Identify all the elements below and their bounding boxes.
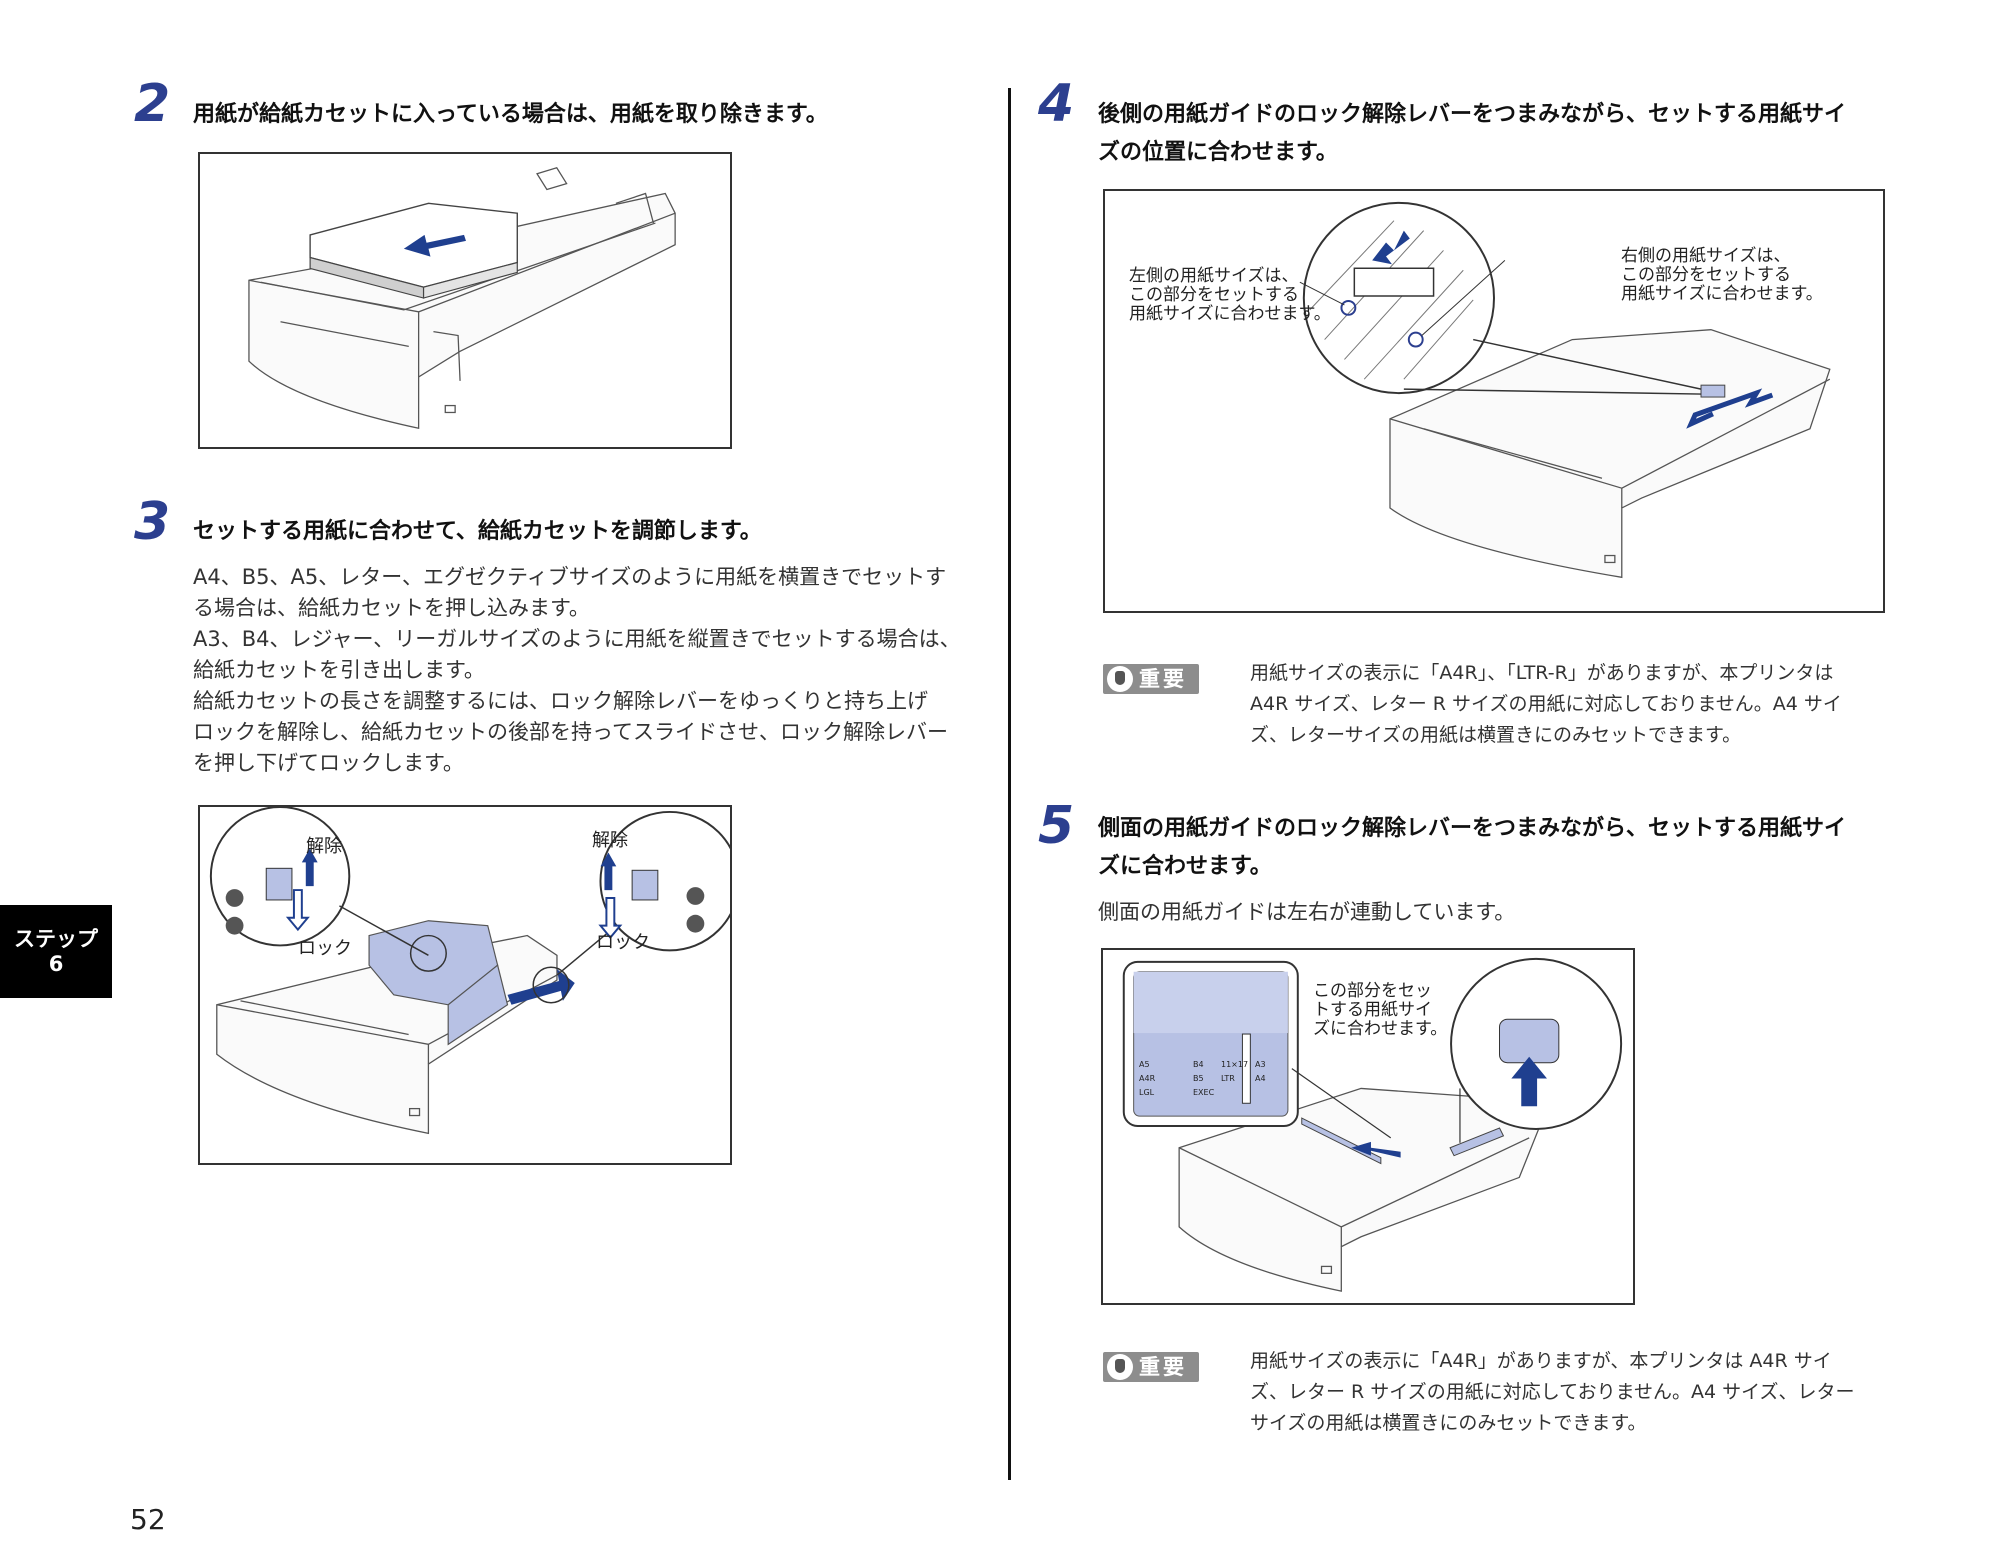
figure-rear-guide: 左側の用紙サイズは、 この部分をセットする 用紙サイズに合わせます。 右側の用紙… <box>1103 189 1885 613</box>
arrow-icon <box>1351 1141 1401 1158</box>
side-guide-illustration <box>1122 957 1623 1292</box>
side-tab-step: ステップ 6 <box>0 905 112 998</box>
step-2-heading: 用紙が給紙カセットに入っている場合は、用紙を取り除きます。 <box>193 102 828 127</box>
step-2-number: 2 <box>134 74 170 134</box>
step-3-number: 3 <box>134 492 170 552</box>
hand-stop-icon <box>1107 666 1133 692</box>
callout-side-size: この部分をセッ トする用紙サイ ズに合わせます。 <box>1313 981 1448 1039</box>
arrow-down-icon <box>598 896 623 940</box>
step-4-heading: 後側の用紙ガイドのロック解除レバーをつまみながら、セットする用紙サイ ズの位置に… <box>1098 102 1847 165</box>
arrow-down-icon <box>285 889 310 932</box>
important-badge: 重要 <box>1103 664 1199 694</box>
step-3-paragraph: A4、B5、A5、レター、エグゼクティブサイズのように用紙を横置きでセットす る… <box>193 565 961 775</box>
arrow-up-icon <box>600 852 617 891</box>
figure-side-guide: A5 A4R LGL B4 B5 EXEC 11×17 LTR A3 A4 この… <box>1101 948 1635 1305</box>
zoom-circle <box>1302 201 1495 395</box>
hand-stop-icon <box>1107 1354 1133 1380</box>
figure-remove-paper <box>198 152 732 449</box>
callout-left-size: 左側の用紙サイズは、 この部分をセットする 用紙サイズに合わせます。 <box>1129 266 1331 324</box>
label-lock-left: ロック <box>298 938 352 959</box>
rear-guide-illustration <box>1299 201 1831 579</box>
step-4-number: 4 <box>1038 74 1074 134</box>
arrow-icon <box>1686 388 1774 429</box>
page-number: 52 <box>130 1503 166 1536</box>
step-5-number: 5 <box>1038 796 1074 856</box>
column-divider <box>1008 88 1011 1480</box>
step-4-important-note: 用紙サイズの表示に「A4R」、「LTR-R」がありますが、本プリンタは A4R … <box>1250 662 1842 746</box>
figure-adjust-cassette: 解除 ロック 解除 ロック <box>198 805 732 1165</box>
label-lock-right: ロック <box>596 932 650 953</box>
unlock-icon <box>686 887 705 905</box>
step-5-important-note: 用紙サイズの表示に「A4R」がありますが、本プリンタは A4R サイ ズ、レター… <box>1250 1350 1855 1434</box>
label-release-left: 解除 <box>306 836 342 857</box>
important-badge: 重要 <box>1103 1352 1199 1382</box>
lock-icon <box>686 914 705 933</box>
step-3-heading: セットする用紙に合わせて、給紙カセットを調節します。 <box>193 519 762 544</box>
step-5-heading: 側面の用紙ガイドのロック解除レバーをつまみながら、セットする用紙サイ ズに合わせ… <box>1098 816 1847 879</box>
tray-illustration <box>248 167 676 430</box>
lock-icon <box>225 916 244 935</box>
callout-right-size: 右側の用紙サイズは、 この部分をセットする 用紙サイズに合わせます。 <box>1621 246 1823 304</box>
unlock-icon <box>225 889 244 907</box>
label-release-right: 解除 <box>592 830 628 851</box>
step-5-paragraph: 側面の用紙ガイドは左右が連動しています。 <box>1098 900 1516 924</box>
tray-lock-illustration <box>209 807 730 1135</box>
arrow-up-icon <box>1511 1056 1547 1107</box>
arrow-icon <box>507 969 575 1005</box>
arrow-icon <box>403 234 466 257</box>
